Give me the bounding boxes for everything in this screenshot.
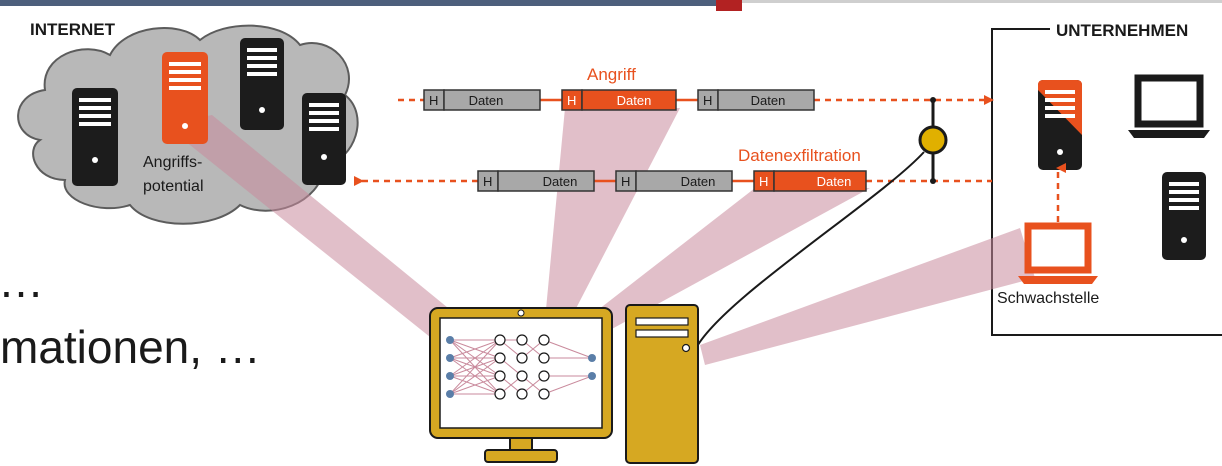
exfiltration-packet: H Daten [753,170,867,192]
packet-data-label: Daten [617,93,652,108]
vulnerability-label: Schwachstelle [997,290,1099,307]
data-packet: H Daten [423,89,541,111]
slide-bullet-text-1: … [0,255,44,307]
top-bar-blue-segment [0,0,725,6]
analysis-beams [165,108,1035,365]
internet-label: INTERNET [30,20,116,39]
server-icon-compromised [1038,80,1082,170]
laptop-icon [1128,74,1210,138]
packet-data-label: Daten [751,93,786,108]
slide-top-bar [0,0,1222,11]
sensor-cable [694,151,925,351]
server-icon [1162,172,1206,260]
network-tap-icon [918,97,948,184]
packet-header-label: H [429,93,438,108]
monitor-icon [429,307,613,463]
attack-potential-label-line1: Angriffs- [143,154,202,171]
packet-header-label: H [621,174,630,189]
server-icon [72,88,118,186]
server-icon [302,93,346,185]
packet-data-label: Daten [681,174,716,189]
server-icon-attacker [162,52,208,144]
packet-data-label: Daten [469,93,504,108]
company-label: UNTERNEHMEN [1056,21,1188,40]
packet-header-label: H [759,174,768,189]
data-packet: H Daten [615,170,733,192]
laptop-icon-vulnerable [1018,222,1098,284]
packet-header-label: H [703,93,712,108]
packet-data-label: Daten [543,174,578,189]
computer-tower-icon [625,304,699,464]
top-bar-red-segment [716,0,742,11]
packet-header-label: H [483,174,492,189]
packet-data-label: Daten [817,174,852,189]
attack-label: Angriff [587,65,636,84]
slide-bullet-text-2: mationen, … [0,321,261,373]
top-bar-grey-segment [742,0,1222,3]
data-packet: H Daten [697,89,815,111]
server-icon [240,38,284,130]
attack-packet: H Daten [561,89,677,111]
attack-potential-label-line2: potential [143,178,204,195]
exfiltration-label: Datenexfiltration [738,146,861,165]
data-packet: H Daten [477,170,595,192]
neural-network-icon [446,334,596,400]
packet-header-label: H [567,93,576,108]
